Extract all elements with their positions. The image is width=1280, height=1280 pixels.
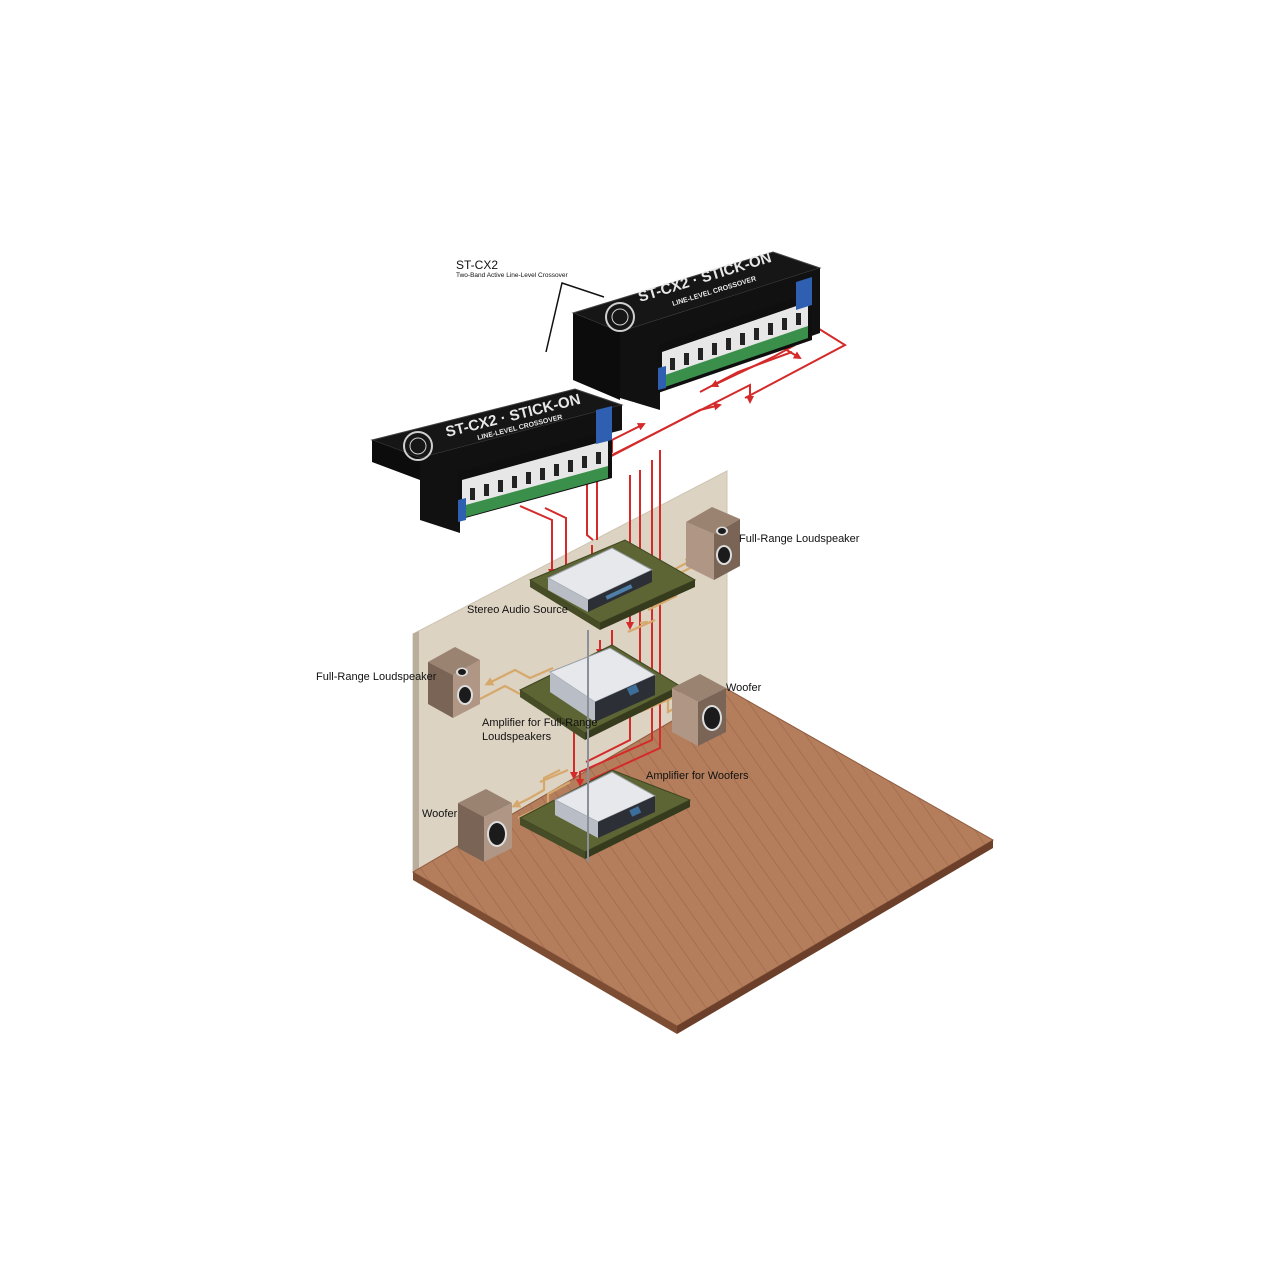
wall-edge <box>413 631 419 872</box>
stereo-audio-source-device[interactable] <box>546 547 654 612</box>
crossover-unit-left[interactable]: ST-CX2 · STICK-ON LINE-LEVEL CROSSOVER <box>370 388 624 533</box>
label-woofer-left: Woofer <box>422 808 458 820</box>
floor-edge-right <box>677 840 993 1034</box>
woofer-left[interactable] <box>458 789 512 862</box>
label-full-range-right: Full-Range Loudspeaker <box>739 533 860 545</box>
title-description-label: Two-Band Active Line-Level Crossover <box>456 272 568 279</box>
title-model-label: ST-CX2 <box>456 258 498 272</box>
full-range-loudspeaker-right[interactable] <box>686 507 740 580</box>
woofer-right[interactable] <box>672 674 726 746</box>
rdl-logo-left <box>403 431 433 461</box>
label-amp-woofers: Amplifier for Woofers <box>646 770 749 782</box>
title-callout-line <box>545 282 605 353</box>
label-amp-full-range-line2: Loudspeakers <box>482 731 552 743</box>
crossover-unit-right[interactable]: ST-CX2 · STICK-ON LINE-LEVEL CROSSOVER <box>571 249 822 410</box>
floor-edge-left <box>413 872 677 1034</box>
amplifier-full-range-device[interactable] <box>548 647 657 722</box>
label-stereo-source: Stereo Audio Source <box>467 604 568 616</box>
label-full-range-left: Full-Range Loudspeaker <box>316 671 437 683</box>
label-woofer-right: Woofer <box>726 682 762 694</box>
rdl-logo-right <box>605 302 635 332</box>
full-range-loudspeaker-left[interactable] <box>428 647 480 718</box>
label-amp-full-range-line1: Amplifier for Full-Range <box>482 717 598 729</box>
